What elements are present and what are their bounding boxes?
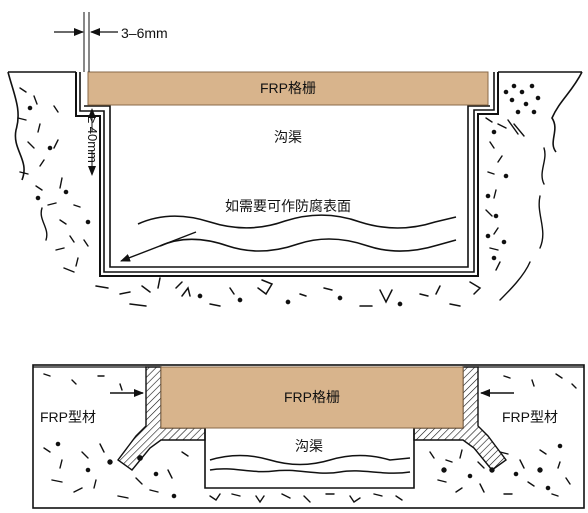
bottom-liquid-wave-1 [209, 454, 411, 466]
top-cross-section: FRP格栅 3–6mm ≥ 40mm 沟渠 如需要可作防腐表面 [7, 12, 583, 307]
trench-wall-inner [84, 105, 490, 268]
coating-note: 如需要可作防腐表面 [225, 198, 351, 214]
liquid-wave-2 [159, 238, 457, 252]
trench-label-bottom: 沟渠 [295, 438, 323, 454]
trench-label-top: 沟渠 [274, 129, 302, 145]
bottom-frame [32, 364, 585, 509]
trench-wall-middle [79, 72, 495, 273]
profile-label-right: FRP型材 [502, 409, 558, 425]
concrete-texture-bottom [95, 277, 482, 307]
concrete-texture-right [485, 83, 546, 301]
ground-outline-right [498, 71, 583, 153]
frp-grating-bottom [160, 366, 464, 429]
bottom-aggregate-texture [43, 373, 577, 504]
trench-channel [204, 428, 415, 489]
bottom-cross-section: FRP格栅 FRP型材 FRP型材 沟渠 [32, 364, 585, 509]
coating-pointer-arrow [120, 231, 197, 262]
grating-label-top: FRP格栅 [260, 80, 316, 96]
concrete-texture-left [17, 87, 91, 273]
profile-label-left: FRP型材 [40, 409, 96, 425]
depth-dimension-label: ≥ 40mm [85, 116, 100, 163]
grating-label-bottom: FRP格栅 [284, 389, 340, 405]
frp-grating-top [87, 71, 489, 106]
gap-dimension-label: 3–6mm [121, 25, 168, 41]
bottom-liquid-wave-2 [209, 468, 411, 474]
ground-outline-left [7, 71, 76, 181]
trench-wall-outer [75, 72, 499, 277]
liquid-wave-1 [137, 214, 457, 229]
